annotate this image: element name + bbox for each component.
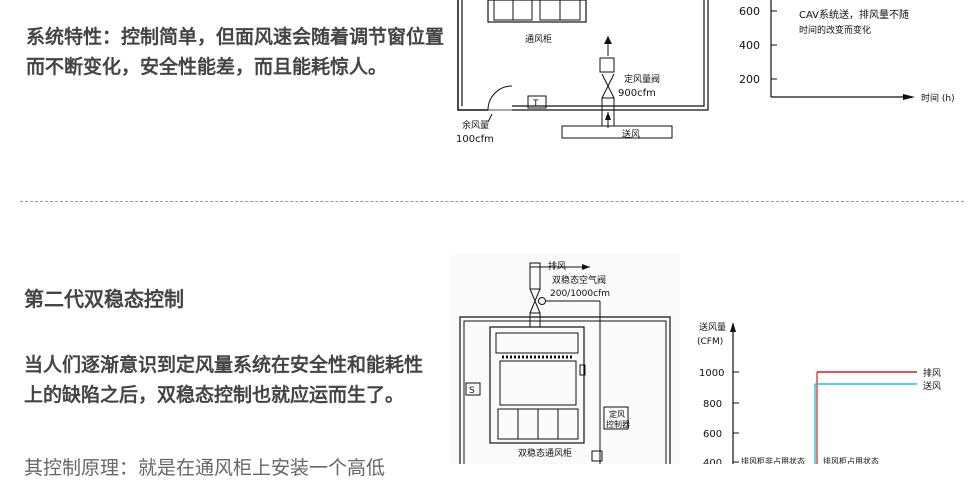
section2-heading: 第二代双稳态控制 [24,287,184,311]
residual-label-1: 余风量 [462,119,489,131]
bistable-system-diagram: 排风 双稳态空气阀 200/1000cfm 双稳态通风柜 S 定风 控制器 [450,255,680,464]
section2-text-partial: 其控制原理：就是在通风柜上安装一个高低 [24,457,386,479]
section1-text: 系统特性：控制简单，但面风速会随着调节窗位置而不断变化，安全性能差，而且能耗惊人… [26,26,445,78]
cabinet-label: 通风柜 [525,33,552,45]
controller-label-2: 控制器 [606,419,630,429]
y-tick-600: 600 [703,429,722,440]
section-divider [20,201,964,202]
exhaust-label: 排风 [548,260,566,272]
y-title-2: (CFM) [697,337,723,347]
y-tick-600: 600 [739,5,760,18]
valve-label-2: 900cfm [618,88,656,99]
cav-system-diagram: 通风柜 T 定风量阀 900cfm 送风 余风量 100cfm [456,0,709,145]
y-tick-400: 400 [739,39,760,52]
x-axis-label: 时间 (h) [921,92,955,104]
thermostat-label: T [532,99,539,109]
section2-text: 当人们逐渐意识到定风量系统在安全性和能耗性上的缺陷之后，双稳态控制也就应运而生了… [24,354,424,406]
state-right-label: 排风柜占用状态 [823,456,879,464]
cabinet-label: 双稳态通风柜 [518,447,572,459]
valve-label-2: 200/1000cfm [550,289,610,299]
valve-label-1: 定风量阀 [624,73,660,85]
chart-note-2: 时间的改变而变化 [799,24,871,36]
y-tick-1000: 1000 [699,368,724,379]
legend-supply: 送风 [923,380,941,392]
cav-airflow-chart: 600 400 200 CAV系统送，排风量不随 时间的改变而变化 时间 (h) [739,0,955,104]
state-left-label: 排风柜非占用状态 [741,456,805,464]
controller-label-1: 定风 [609,409,625,419]
y-tick-400: 400 [703,458,722,464]
supply-label: 送风 [622,128,640,140]
y-tick-800: 800 [703,399,722,410]
y-tick-200: 200 [739,73,760,86]
residual-label-2: 100cfm [456,134,494,145]
sensor-label: S [469,386,475,396]
legend-exhaust: 排风 [923,367,941,379]
chart-note-1: CAV系统送，排风量不随 [799,8,909,21]
bistable-airflow-chart: 送风量 (CFM) 1000 800 600 400 排风 送风 排风柜非占用状… [697,321,941,464]
valve-label-1: 双稳态空气阀 [552,274,606,286]
y-title-1: 送风量 [699,321,726,333]
